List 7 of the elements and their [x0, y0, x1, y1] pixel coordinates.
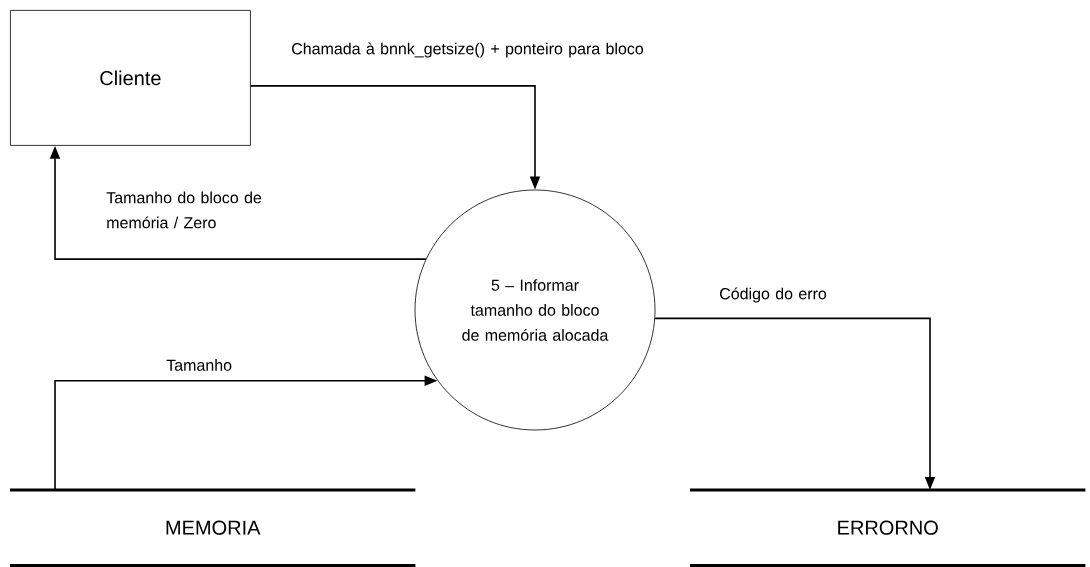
edge-label: Chamada à bnnk_getsize() + ponteiro para bloco: [292, 42, 644, 58]
edge-label: Tamanho: [166, 359, 232, 371]
edge-label: Tamanho do bloco de memória / Zero: [106, 191, 262, 229]
data-store: MEMORIA: [10, 488, 416, 567]
edge-label: Código do erro: [720, 287, 827, 303]
process-box: Cliente: [10, 10, 251, 146]
data-store: ERRORNO: [690, 488, 1086, 567]
